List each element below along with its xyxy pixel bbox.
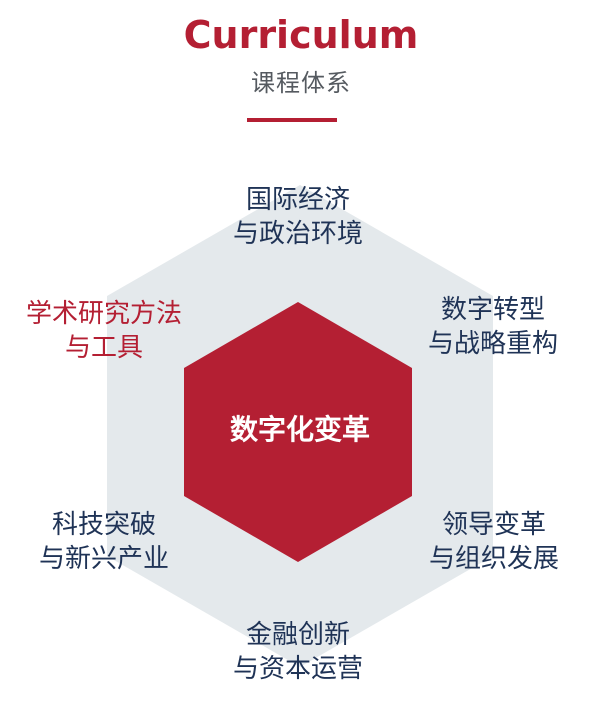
module-research-methods: 学术研究方法 与工具 — [4, 297, 204, 365]
module-financial-innovation: 金融创新 与资本运营 — [198, 618, 398, 686]
center-hexagon — [184, 302, 412, 562]
module-leadership-change: 领导变革 与组织发展 — [394, 508, 594, 576]
module-line1: 国际经济 — [245, 185, 350, 215]
module-international-economics: 国际经济 与政治环境 — [198, 183, 398, 251]
page-title: Curriculum — [183, 13, 419, 57]
center-topic: 数字化变革 — [229, 413, 370, 446]
module-tech-breakthrough: 科技突破 与新兴产业 — [4, 508, 204, 576]
module-line2: 与战略重构 — [427, 329, 558, 359]
page-subtitle: 课程体系 — [251, 69, 351, 97]
module-line1: 科技突破 — [51, 510, 156, 540]
module-line1: 金融创新 — [245, 620, 350, 650]
module-line2: 与组织发展 — [428, 544, 559, 574]
module-line2: 与新兴产业 — [38, 544, 169, 574]
module-line2: 与政治环境 — [232, 219, 363, 249]
module-line2: 与资本运营 — [232, 654, 363, 684]
module-line1: 学术研究方法 — [25, 299, 182, 329]
title-underline — [247, 118, 337, 122]
module-line1: 数字转型 — [440, 295, 545, 325]
module-digital-transformation: 数字转型 与战略重构 — [393, 293, 593, 361]
module-line1: 领导变革 — [441, 510, 546, 540]
module-line2: 与工具 — [64, 333, 143, 363]
